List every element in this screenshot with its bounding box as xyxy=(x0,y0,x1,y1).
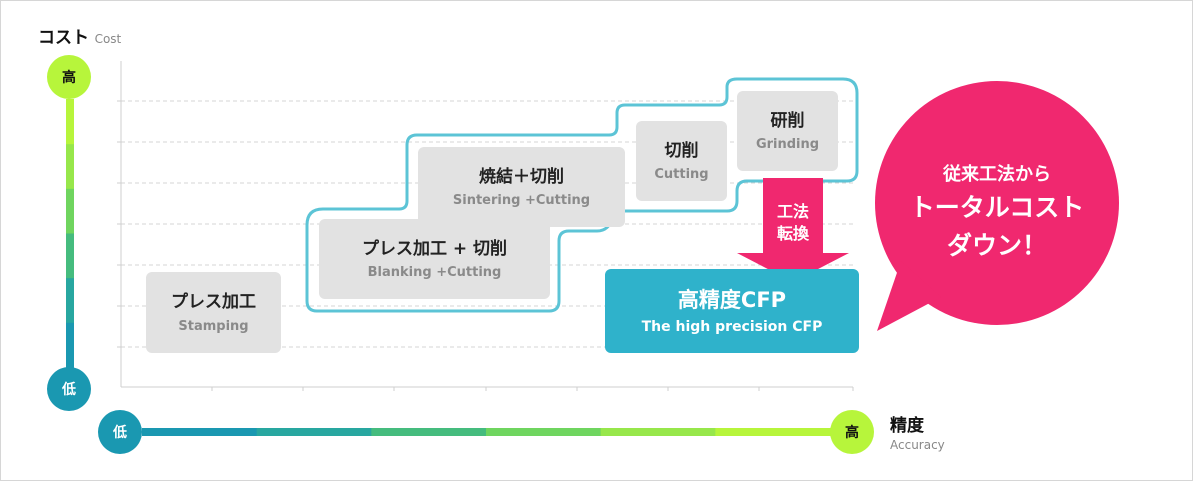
x-axis-low-marker: 低 xyxy=(98,410,142,454)
arrow-label: 工法 転換 xyxy=(763,201,823,245)
cost-bar-segment xyxy=(66,277,74,323)
cost-gradient-bar xyxy=(66,99,74,368)
accuracy-bar-segment xyxy=(715,428,831,436)
box-grinding-jp: 研削 xyxy=(770,110,805,131)
box-blanking-cutting: プレス加工 + 切削 Blanking +Cutting xyxy=(319,219,550,299)
accuracy-bar-segment xyxy=(486,428,602,436)
arrow-label-line1: 工法 xyxy=(776,202,809,221)
bubble-line3: ダウン！ xyxy=(946,231,1047,260)
accuracy-bar-segment xyxy=(371,428,487,436)
speech-bubble xyxy=(875,81,1119,331)
box-stamping-en: Stamping xyxy=(178,318,249,334)
conventional-methods-outline xyxy=(305,77,859,313)
arrow-label-line2: 転換 xyxy=(776,224,809,243)
x-axis-high-marker: 高 xyxy=(830,410,874,454)
cfp-en: The high precision CFP xyxy=(641,319,823,336)
box-grinding-en: Grinding xyxy=(755,137,820,153)
plot-axes xyxy=(117,61,854,391)
box-high-precision-cfp: 高精度CFP The high precision CFP xyxy=(605,269,859,353)
y-axis-subtitle: Cost xyxy=(94,32,122,46)
y-axis-title-text: コスト xyxy=(38,28,89,48)
y-axis-high-marker: 高 xyxy=(47,55,91,99)
bubble-text: 従来工法から トータルコスト ダウン！ xyxy=(887,161,1107,265)
accuracy-bar-segment xyxy=(600,428,716,436)
bubble-line1: 従来工法から xyxy=(943,164,1051,185)
y-axis-low-marker: 低 xyxy=(47,367,91,411)
x-axis-subtitle: Accuracy xyxy=(890,438,945,452)
y-axis-title: コスト Cost xyxy=(38,23,121,48)
box-cutting-en: Cutting xyxy=(654,167,709,183)
box-grinding: 研削 Grinding xyxy=(737,91,838,171)
bubble-line2: トータルコスト xyxy=(909,193,1085,222)
box-stamping: プレス加工 Stamping xyxy=(146,272,281,353)
cost-bar-segment xyxy=(66,99,74,145)
box-stamping-jp: プレス加工 xyxy=(171,292,256,313)
accuracy-bar-segment xyxy=(256,428,372,436)
box-sintering-en: Sintering +Cutting xyxy=(452,193,591,209)
box-cutting-jp: 切削 xyxy=(664,140,699,161)
cost-bar-segment xyxy=(66,322,74,368)
box-blanking-jp: プレス加工 + 切削 xyxy=(361,238,508,259)
x-axis-title: 精度 Accuracy xyxy=(890,411,945,452)
box-cutting: 切削 Cutting xyxy=(636,121,727,201)
cfp-jp: 高精度CFP xyxy=(677,287,787,312)
accuracy-gradient-bar xyxy=(142,428,831,436)
cost-bar-segment xyxy=(66,188,74,234)
method-change-arrow xyxy=(737,178,849,282)
cost-bar-segment xyxy=(66,233,74,279)
box-sintering-cutting: 焼結＋切削 Sintering +Cutting xyxy=(418,147,625,227)
accuracy-bar-segment xyxy=(142,428,258,436)
x-axis-title-text: 精度 xyxy=(890,416,924,436)
cost-bar-segment xyxy=(66,143,74,189)
box-sintering-jp: 焼結＋切削 xyxy=(479,166,564,187)
box-blanking-en: Blanking +Cutting xyxy=(367,265,502,281)
